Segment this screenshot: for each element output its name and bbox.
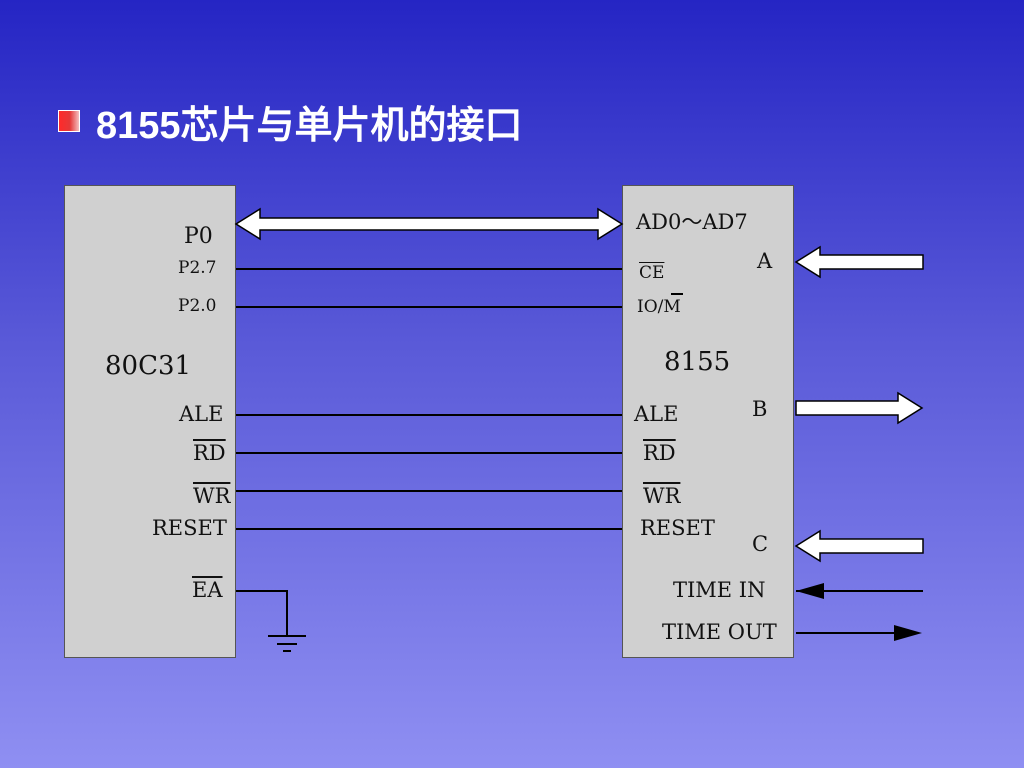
pin-ale-right: ALE (634, 402, 679, 426)
bullet-icon (58, 110, 80, 132)
pin-reset-left: RESET (152, 516, 227, 540)
pin-p20: P2.0 (178, 296, 217, 316)
pin-p0: P0 (184, 224, 213, 249)
pin-wr-left: WR (193, 484, 231, 508)
pin-reset-right: RESET (640, 516, 715, 540)
port-a-label: A (757, 249, 773, 273)
pin-time-out: TIME OUT (662, 620, 777, 644)
pin-wr-right: WR (643, 484, 681, 508)
pin-rd-right: RD (643, 441, 676, 465)
pin-rd-left: RD (193, 441, 226, 465)
chip-80c31-name: 80C31 (105, 351, 192, 381)
wire-ea-ground (236, 590, 288, 636)
port-c-label: C (752, 532, 769, 556)
chip-80c31 (64, 185, 236, 658)
pin-iom: IO/M (637, 297, 681, 317)
ground-icon (268, 635, 306, 652)
pin-ce: CE (639, 263, 665, 283)
pin-ea: EA (192, 578, 223, 602)
chip-8155-name: 8155 (664, 347, 731, 377)
port-a-arrow (794, 245, 924, 279)
pin-ale-left: ALE (179, 402, 224, 426)
pin-ad0-ad7: AD0～AD7 (636, 210, 748, 234)
time-in-arrowhead (796, 583, 824, 599)
time-out-arrowhead (894, 625, 922, 641)
slide-title: 8155芯片与单片机的接口 (96, 104, 523, 147)
port-b-arrow (795, 391, 924, 425)
chip-8155 (622, 185, 794, 658)
pin-p27: P2.7 (178, 258, 217, 278)
port-b-label: B (752, 397, 768, 421)
double-arrow-icon (234, 207, 624, 241)
port-c-arrow (794, 529, 924, 563)
iom-overbar (671, 293, 683, 295)
title-row: 8155芯片与单片机的接口 (58, 96, 523, 147)
pin-time-in: TIME IN (673, 578, 766, 602)
